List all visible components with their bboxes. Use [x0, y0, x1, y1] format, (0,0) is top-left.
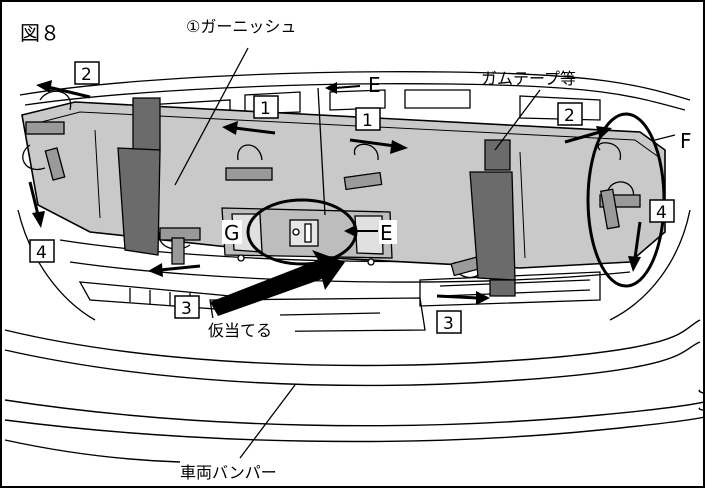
bumper-label: 車両バンパー — [180, 463, 277, 482]
step-box-4-left: 4 — [29, 239, 55, 263]
svg-text:1: 1 — [260, 99, 271, 119]
callout-lines — [174, 47, 676, 459]
e-label-mid: E — [380, 221, 393, 245]
tape-label: ガムテープ等 — [481, 69, 576, 88]
step-box-2-right: 2 — [557, 102, 583, 126]
step-box-1-left: 1 — [253, 95, 279, 119]
g-label: G — [224, 221, 240, 245]
gum-tape-strips — [117, 97, 516, 297]
svg-text:4: 4 — [656, 203, 667, 223]
garnish-label: ①ガーニッシュ — [186, 17, 296, 36]
bumper-lines — [4, 319, 705, 463]
temp-fit-bg — [205, 318, 295, 342]
step-box-3-right: 3 — [436, 310, 462, 334]
svg-text:3: 3 — [181, 299, 192, 319]
svg-text:3: 3 — [443, 314, 454, 334]
temp-fit-label: 仮当てる — [208, 321, 272, 340]
temp-fit-arrow — [210, 250, 345, 316]
svg-text:2: 2 — [564, 106, 575, 126]
step-box-2-left: 2 — [74, 61, 100, 85]
e-label-top: E — [368, 73, 381, 97]
svg-text:4: 4 — [36, 243, 47, 263]
step-box-4-right: 4 — [649, 199, 675, 223]
figure-label: 図８ — [20, 21, 60, 45]
step-box-1-right: 1 — [355, 107, 381, 131]
g-label-bg — [222, 220, 242, 244]
e-label-mid-bg — [379, 220, 397, 244]
svg-text:2: 2 — [81, 65, 92, 85]
svg-text:1: 1 — [362, 111, 373, 131]
garnish-clips — [22, 90, 641, 278]
f-label: F — [680, 129, 692, 153]
garnish-inner-line — [94, 129, 526, 259]
direction-arrows — [28, 80, 642, 305]
step-box-3-left: 3 — [174, 295, 200, 319]
